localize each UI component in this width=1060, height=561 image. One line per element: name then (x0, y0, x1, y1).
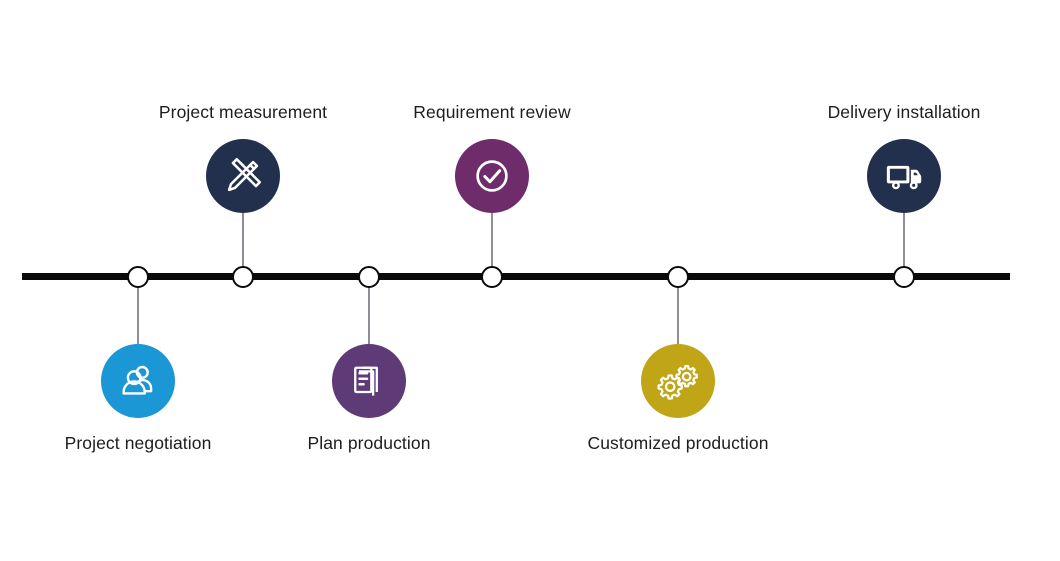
stem-plan-production (368, 280, 370, 344)
stem-project-measurement (242, 213, 244, 277)
timeline-node-project-negotiation[interactable] (127, 266, 149, 288)
pencil-ruler-icon (220, 153, 266, 199)
timeline-node-customized-production[interactable] (667, 266, 689, 288)
step-label-customized-production: Customized production (587, 433, 769, 453)
step-label-delivery-installation: Delivery installation (827, 102, 981, 122)
timeline-node-plan-production[interactable] (358, 266, 380, 288)
timeline-node-delivery-installation[interactable] (893, 266, 915, 288)
check-circle-icon (469, 153, 515, 199)
step-bubble-customized-production[interactable] (641, 344, 715, 418)
step-bubble-delivery-installation[interactable] (867, 139, 941, 213)
truck-icon (882, 154, 926, 198)
stem-delivery-installation (903, 213, 905, 277)
timeline-axis (22, 273, 1010, 280)
users-icon (115, 358, 161, 404)
timeline-node-requirement-review[interactable] (481, 266, 503, 288)
documents-icon (347, 359, 391, 403)
step-bubble-requirement-review[interactable] (455, 139, 529, 213)
stem-requirement-review (491, 213, 493, 277)
step-label-project-measurement: Project measurement (158, 102, 328, 122)
step-label-requirement-review: Requirement review (413, 102, 571, 122)
step-label-project-negotiation: Project negotiation (64, 433, 212, 453)
stem-project-negotiation (137, 280, 139, 344)
timeline-node-project-measurement[interactable] (232, 266, 254, 288)
step-label-plan-production: Plan production (307, 433, 431, 453)
gears-icon (655, 358, 701, 404)
step-bubble-project-negotiation[interactable] (101, 344, 175, 418)
step-bubble-plan-production[interactable] (332, 344, 406, 418)
stem-customized-production (677, 280, 679, 344)
step-bubble-project-measurement[interactable] (206, 139, 280, 213)
